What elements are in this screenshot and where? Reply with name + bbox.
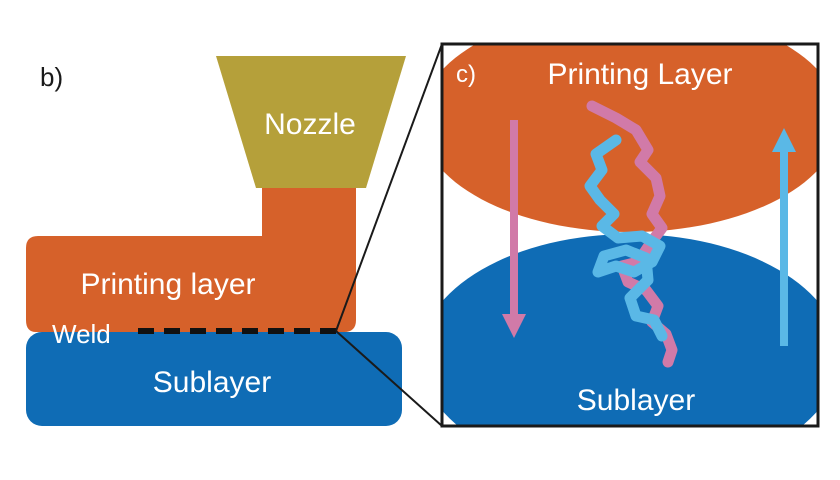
printing-layer-lobe: [442, 44, 818, 232]
panel-c-sublayer-label: Sublayer: [577, 384, 695, 417]
cyan-polymer-chain: [584, 134, 668, 342]
panel-b-label: b): [40, 62, 63, 92]
nozzle-label: Nozzle: [264, 108, 356, 141]
printing-layer-label: Printing layer: [80, 268, 255, 301]
panel-b: b) Nozzle Printing layer Sublayer Weld: [26, 56, 406, 426]
zoom-box-frame: [440, 42, 820, 428]
weld-label: Weld: [52, 319, 111, 349]
zoom-line-top: [335, 43, 443, 332]
nozzle-shape: [216, 56, 406, 188]
sublayer-lobe: [442, 234, 818, 426]
panel-c-label: c): [456, 61, 476, 88]
panel-c: c) Printing Layer Sublayer: [440, 42, 820, 428]
printing-layer-shape: [26, 188, 356, 332]
panel-c-printing-layer-label: Printing Layer: [547, 58, 732, 91]
sublayer-shape: [26, 332, 402, 426]
sublayer-label: Sublayer: [153, 366, 271, 399]
zoom-line-bottom: [335, 330, 443, 427]
